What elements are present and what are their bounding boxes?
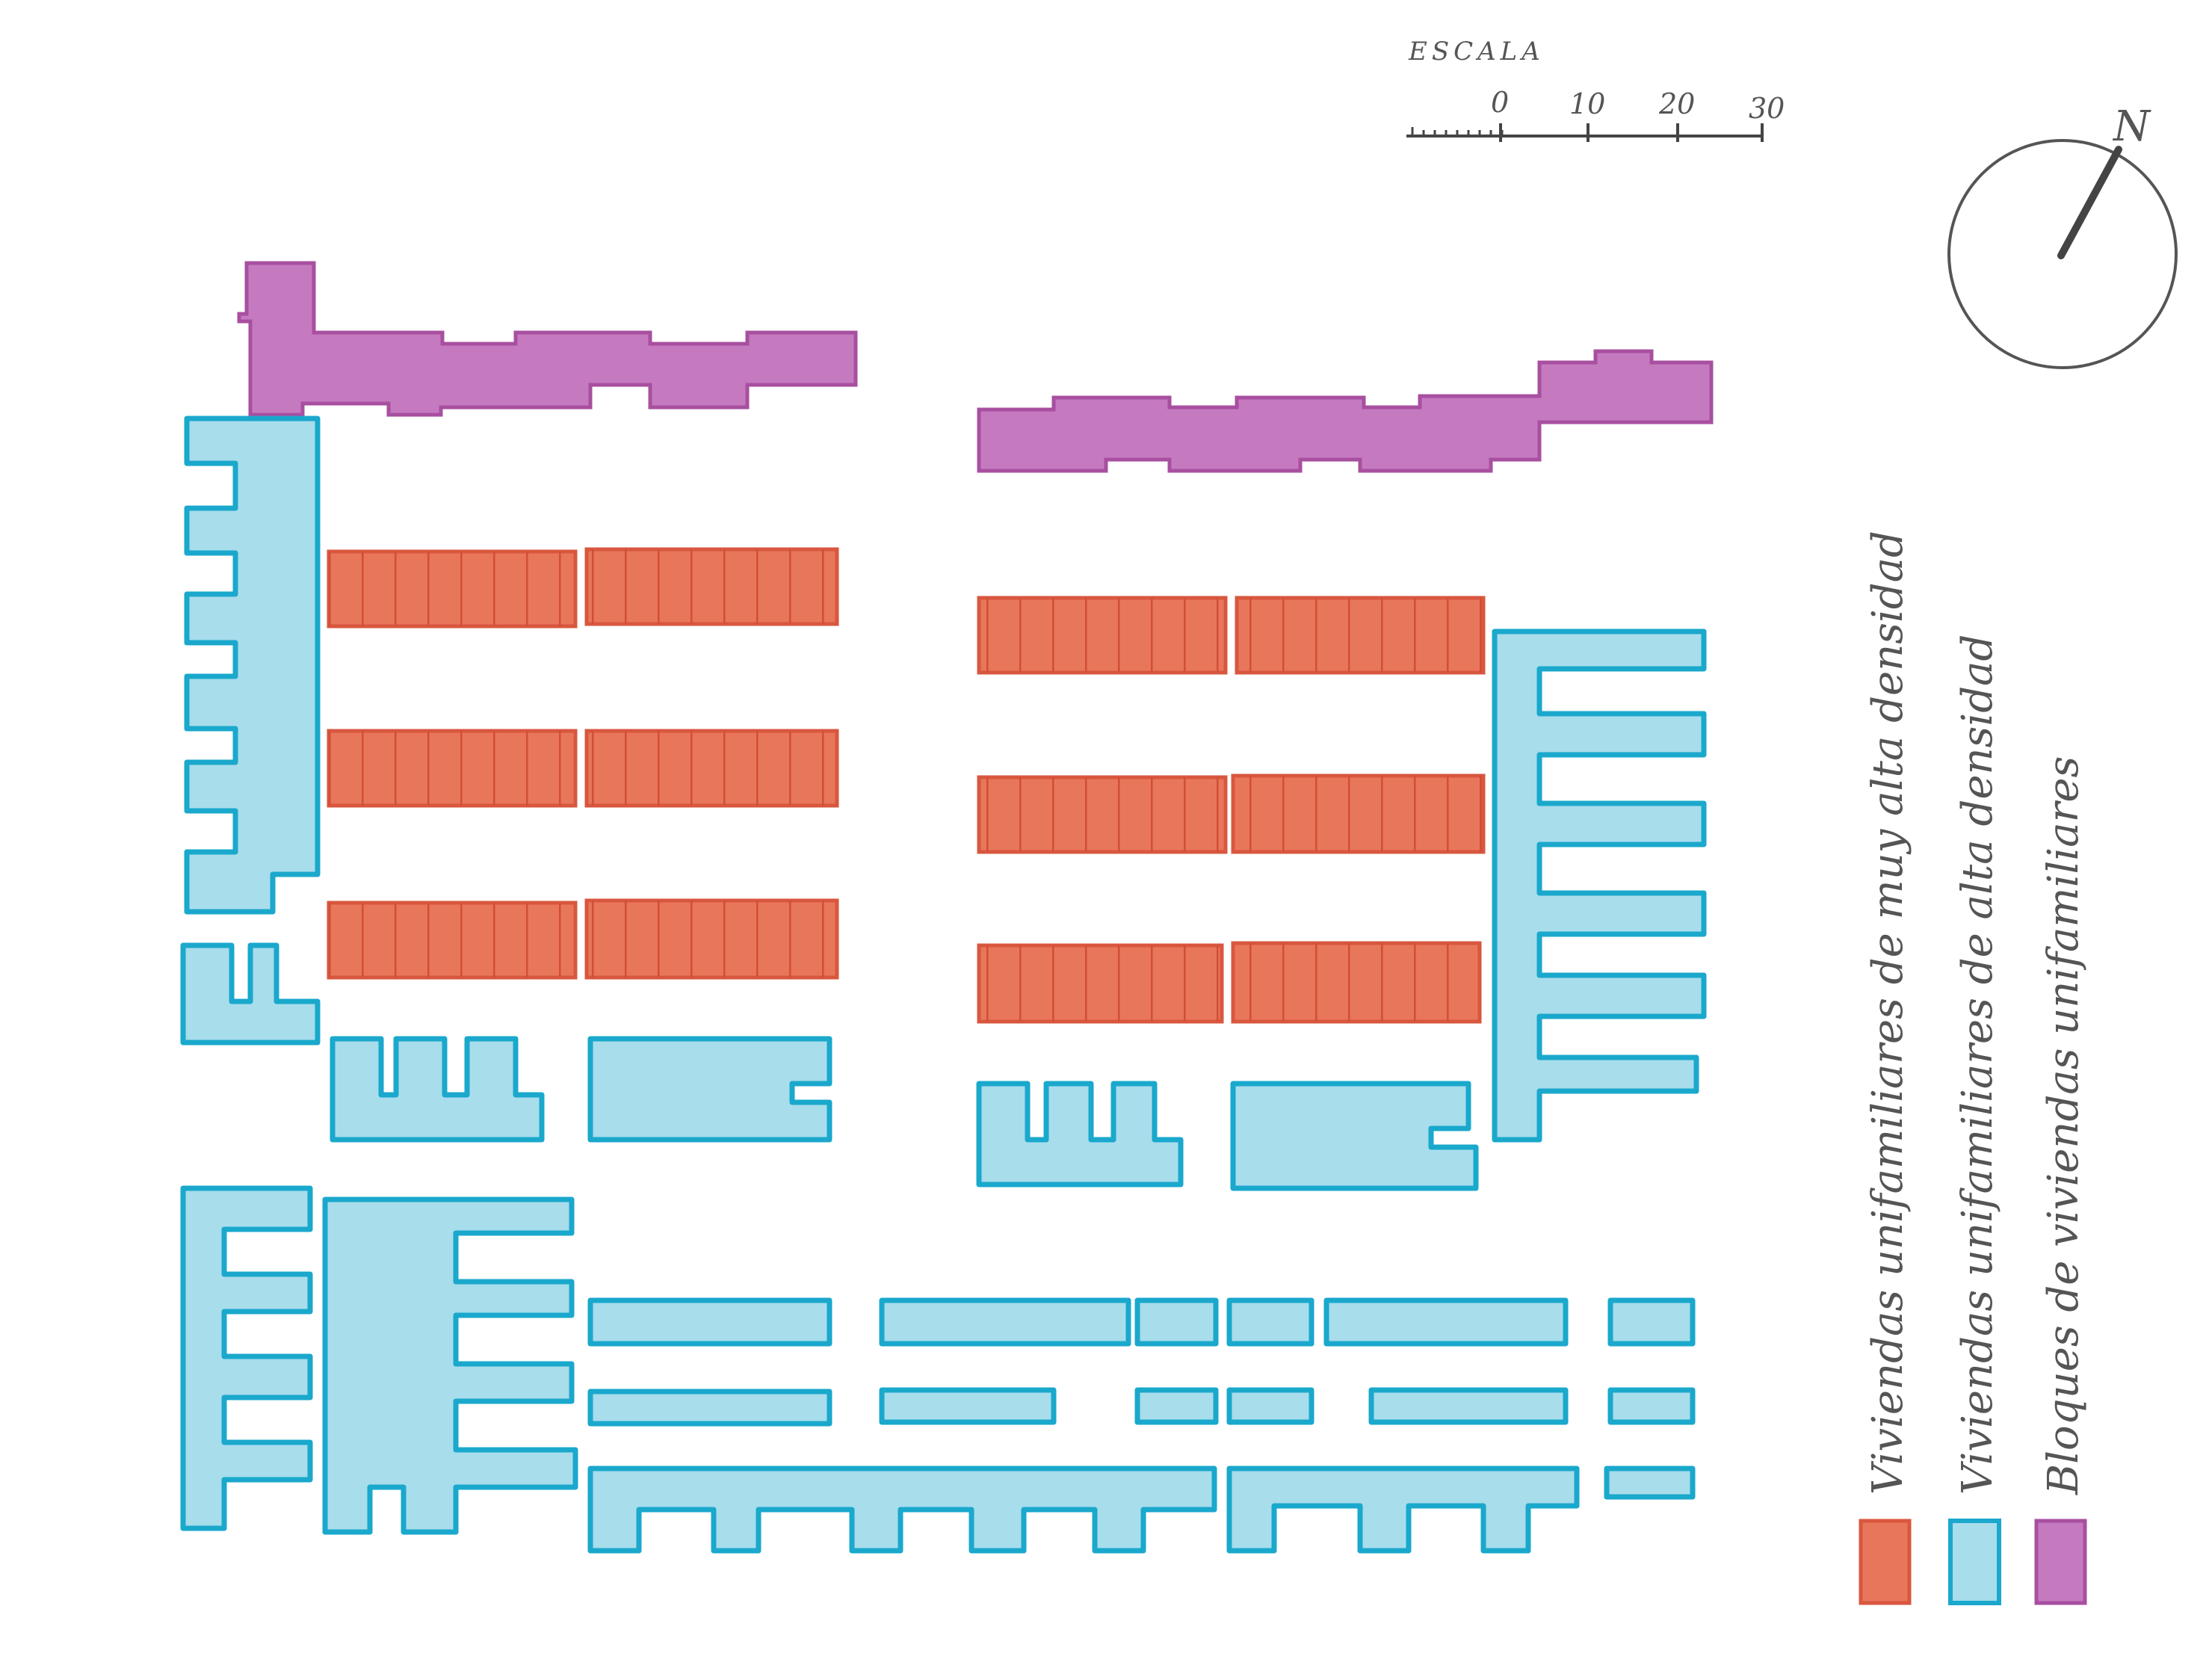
- high-density-group: [180, 416, 1707, 1554]
- house-row: [1226, 1297, 1314, 1347]
- house-cluster: [180, 942, 321, 1046]
- scale-bar: ESCALA 0 10 20 30: [1406, 37, 1785, 142]
- scale-title: ESCALA: [1408, 37, 1545, 67]
- legend-label: Viviendas unifamiliares de muy alta dens…: [1864, 531, 1912, 1495]
- house-row: [879, 1297, 1131, 1347]
- house-row-t: [1226, 1466, 1580, 1554]
- legend-label: Viviendas unifamiliares de alta densidad: [1953, 634, 2002, 1495]
- house-row: [1604, 1466, 1696, 1500]
- very-high-density-group: [327, 547, 1486, 1024]
- scale-tick-20: 20: [1658, 87, 1695, 120]
- block-east: [977, 349, 1714, 473]
- legend-label: Bloques de viviendas unifamiliares: [2039, 756, 2088, 1495]
- comb-southwest-double: [322, 1196, 578, 1535]
- scale-tick-10: 10: [1569, 87, 1605, 120]
- orange-row: [977, 941, 1482, 1024]
- house-cluster: [1230, 1081, 1479, 1191]
- legend-item-very-high: Viviendas unifamiliares de muy alta dens…: [1859, 531, 1912, 1605]
- house-row: [1134, 1297, 1219, 1347]
- orange-row: [977, 596, 1486, 675]
- blocks-group: [237, 261, 1714, 473]
- legend-item-blocks: Bloques de viviendas unifamiliares: [2034, 756, 2088, 1605]
- house-cluster: [330, 1036, 545, 1143]
- orange-row: [327, 729, 839, 808]
- comb-west: [184, 416, 321, 915]
- legend-swatch: [1859, 1519, 1912, 1605]
- comb-southwest: [180, 1185, 313, 1531]
- house-row-t: [587, 1466, 1217, 1554]
- scale-tick-0: 0: [1491, 86, 1509, 119]
- house-cluster: [976, 1081, 1184, 1188]
- house-row: [1368, 1387, 1569, 1425]
- scale-major-ticks: [1499, 123, 1764, 142]
- legend-item-high: Viviendas unifamiliares de alta densidad: [1948, 634, 2002, 1605]
- scale-tick-30: 30: [1749, 92, 1785, 125]
- legend-swatch: [1948, 1519, 2001, 1605]
- orange-row: [327, 898, 839, 980]
- house-row: [1134, 1387, 1219, 1425]
- house-row: [587, 1297, 832, 1347]
- house-row: [879, 1387, 1057, 1425]
- legend: Viviendas unifamiliares de muy alta dens…: [1859, 531, 2088, 1605]
- house-row: [1323, 1297, 1569, 1347]
- house-row: [1607, 1387, 1696, 1425]
- north-arrow-icon: N: [1947, 102, 2178, 369]
- block-west: [237, 261, 858, 417]
- orange-row: [977, 773, 1486, 854]
- legend-swatch: [2034, 1519, 2087, 1605]
- north-label: N: [2112, 102, 2151, 151]
- house-cluster: [587, 1036, 832, 1143]
- house-row: [587, 1389, 832, 1427]
- house-row: [1226, 1387, 1314, 1425]
- orange-row: [327, 547, 839, 629]
- comb-east: [1492, 629, 1707, 1143]
- house-row: [1607, 1297, 1696, 1347]
